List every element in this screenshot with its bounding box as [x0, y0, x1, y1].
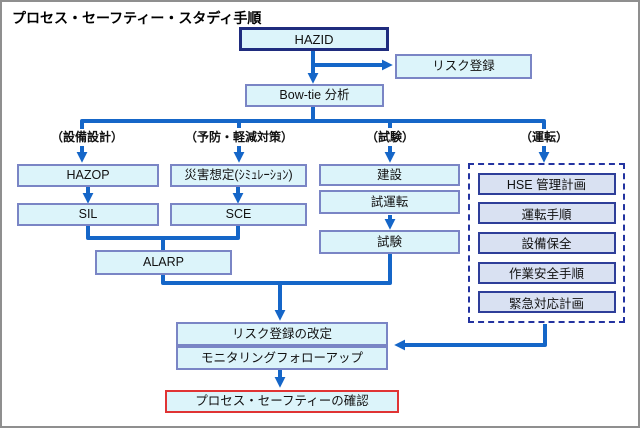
branch-label-testing: （試験）	[365, 130, 414, 144]
node-sil: SIL	[17, 203, 159, 226]
branch-label-operation: （運転）	[519, 130, 568, 144]
node-alarp: ALARP	[95, 250, 232, 275]
node-construction: 建設	[319, 164, 460, 186]
node-disaster-simulation: 災害想定(ｼﾐｭﾚｰｼｮﾝ)	[170, 164, 307, 187]
arrow-plan-feedback	[394, 324, 547, 351]
node-hazid: HAZID	[239, 27, 389, 51]
node-risk-register: リスク登録	[395, 54, 532, 79]
node-work-safety-procedures: 作業安全手順	[477, 261, 616, 284]
node-equipment-maintenance: 設備保全	[477, 231, 616, 254]
node-sce: SCE	[170, 203, 307, 226]
node-hse-management-plan: HSE 管理計画	[477, 172, 616, 195]
node-trial-run: 試運転	[319, 190, 460, 214]
node-test: 試験	[319, 230, 460, 254]
node-hazop: HAZOP	[17, 164, 159, 187]
node-monitoring-followup: モニタリングフォローアップ	[176, 346, 388, 370]
branch-label-prevention: （予防・軽減対策）	[184, 130, 293, 144]
line-sil-sce-merge	[86, 225, 240, 240]
node-process-safety-confirmation: プロセス・セーフティーの確認	[165, 390, 399, 413]
operation-plan-group: HSE 管理計画 運転手順 設備保全 作業安全手順 緊急対応計画	[468, 163, 625, 323]
page-title: プロセス・セーフティー・スタディ手順	[12, 10, 262, 26]
branch-label-design: （設備設計）	[50, 130, 123, 144]
node-risk-register-revision: リスク登録の改定	[176, 322, 388, 346]
node-operating-procedures: 運転手順	[477, 202, 616, 225]
node-bowtie-analysis: Bow-tie 分析	[245, 84, 384, 107]
node-emergency-response-plan: 緊急対応計画	[477, 291, 616, 314]
